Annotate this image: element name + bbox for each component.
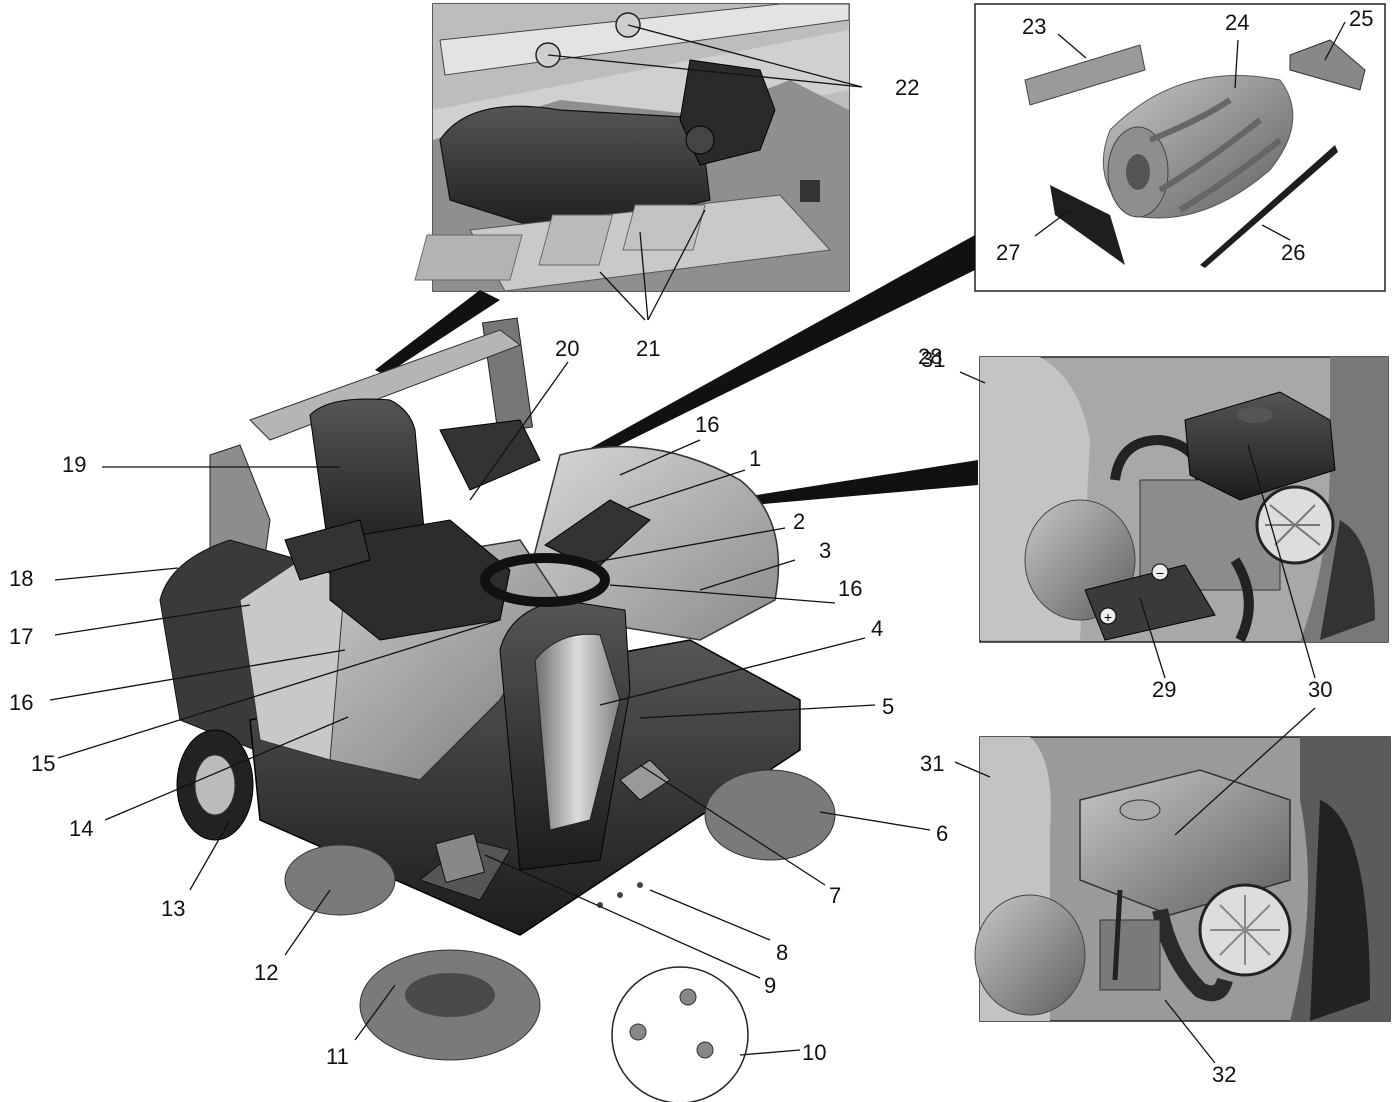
inset-engine-battery bbox=[979, 356, 1389, 643]
side-brush-front-right bbox=[704, 769, 836, 861]
callout-31-overlap: 31 bbox=[921, 347, 946, 372]
callout-9: 9 bbox=[764, 973, 777, 998]
callout-22: 22 bbox=[895, 75, 920, 100]
callout-16-top: 16 bbox=[695, 412, 720, 437]
sweeper-machine bbox=[159, 317, 836, 1061]
callout-27: 27 bbox=[996, 240, 1021, 265]
pointer-wedge-filter bbox=[375, 290, 500, 375]
callout-15: 15 bbox=[31, 751, 56, 776]
callout-10: 10 bbox=[802, 1040, 827, 1065]
callout-11: 11 bbox=[326, 1044, 349, 1069]
callout-25: 25 bbox=[1349, 6, 1374, 31]
callout-12: 12 bbox=[254, 960, 279, 985]
callout-21: 21 bbox=[636, 336, 661, 361]
callout-32: 32 bbox=[1212, 1062, 1237, 1087]
inset-roller-brush bbox=[974, 3, 1386, 292]
callout-8: 8 bbox=[776, 940, 789, 965]
callout-6: 6 bbox=[936, 821, 949, 846]
callout-16-right: 16 bbox=[838, 576, 863, 601]
callout-5: 5 bbox=[882, 694, 895, 719]
callout-7: 7 bbox=[829, 883, 842, 908]
callout-31: 31 bbox=[920, 751, 945, 776]
battery-plus-symbol: + bbox=[1104, 609, 1112, 625]
callout-30-upper: 30 bbox=[1308, 677, 1333, 702]
callout-18: 18 bbox=[9, 566, 34, 591]
callout-4: 4 bbox=[871, 616, 884, 641]
callout-16-left: 16 bbox=[9, 690, 34, 715]
callout-20: 20 bbox=[555, 336, 580, 361]
callout-1: 1 bbox=[749, 446, 762, 471]
callout-13: 13 bbox=[161, 896, 186, 921]
battery-minus-symbol: − bbox=[1156, 565, 1164, 581]
callout-17: 17 bbox=[9, 624, 34, 649]
callout-24: 24 bbox=[1225, 10, 1250, 35]
pointer-wedge-roller bbox=[578, 235, 975, 460]
callout-23: 23 bbox=[1022, 14, 1047, 39]
callout-26: 26 bbox=[1281, 240, 1306, 265]
nuts-detail bbox=[611, 966, 749, 1102]
side-brush-front-left bbox=[359, 949, 541, 1061]
callout-28: 28 bbox=[918, 344, 943, 369]
side-brush-rear bbox=[284, 844, 396, 916]
callout-3: 3 bbox=[819, 538, 832, 563]
callout-2: 2 bbox=[793, 509, 806, 534]
callout-29: 29 bbox=[1152, 677, 1177, 702]
callout-19: 19 bbox=[62, 452, 87, 477]
inset-filter-area bbox=[414, 3, 850, 292]
leader-lines bbox=[49, 21, 1346, 1064]
inset-engine bbox=[974, 736, 1391, 1022]
callout-14: 14 bbox=[69, 816, 94, 841]
